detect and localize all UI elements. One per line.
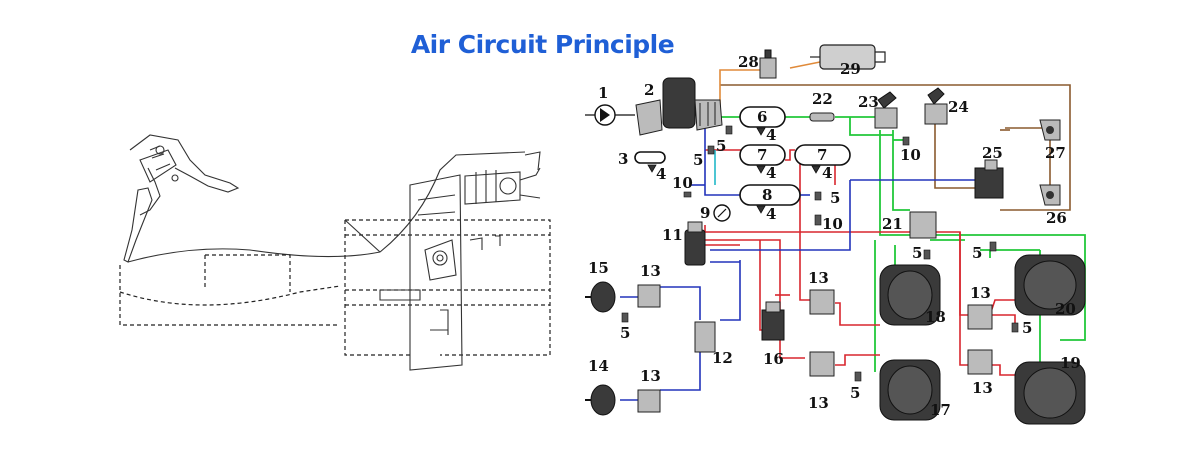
label-5b: 5: [693, 151, 703, 169]
label-12: 12: [712, 349, 733, 367]
solenoid-valve: [759, 49, 777, 79]
relay-valve: [909, 211, 937, 239]
label-13e: 13: [970, 284, 991, 302]
brake-chamber-15: [585, 281, 616, 313]
trailer-control-valve: [974, 159, 1004, 199]
label-4c: 4: [766, 164, 776, 182]
coupling-27: [1039, 119, 1061, 141]
label-10b: 10: [900, 146, 921, 164]
label-19: 19: [1060, 354, 1081, 372]
drain-valves: [647, 127, 821, 214]
hand-valve-24: [924, 87, 948, 125]
air-dryer: [635, 77, 723, 136]
label-21: 21: [882, 215, 903, 233]
page-title: Air Circuit Principle: [410, 30, 675, 59]
label-6: 6: [757, 108, 767, 126]
label-10c: 10: [822, 215, 843, 233]
label-28: 28: [738, 53, 759, 71]
label-4a: 4: [656, 165, 666, 183]
label-22: 22: [812, 90, 833, 108]
label-10a: 10: [672, 174, 693, 192]
label-24: 24: [948, 98, 969, 116]
label-26: 26: [1046, 209, 1067, 227]
label-27: 27: [1045, 144, 1066, 162]
fittings: [621, 125, 1019, 382]
label-25: 25: [982, 144, 1003, 162]
exhaust-cylinder: [810, 44, 886, 70]
tank-7-right: [794, 144, 851, 166]
air-circuit: 1 2 3 4 4 4 4 4 5 5 5 5 5 5 5 5 6 7 7 8 …: [585, 44, 1086, 425]
label-13f: 13: [972, 379, 993, 397]
label-13a: 13: [640, 262, 661, 280]
label-5e: 5: [912, 244, 922, 262]
label-5a: 5: [716, 137, 726, 155]
red-pipes: [704, 149, 1020, 376]
label-4b: 4: [766, 126, 776, 144]
label-16: 16: [763, 350, 784, 368]
label-7a: 7: [757, 146, 767, 164]
pressure-gauge: [713, 204, 731, 222]
label-2: 2: [644, 81, 654, 99]
tank-7-left: [739, 144, 786, 166]
valve-16: [761, 301, 785, 341]
label-13b: 13: [640, 367, 661, 385]
label-4d: 4: [822, 164, 832, 182]
foot-brake-valve: [684, 221, 706, 266]
label-5g: 5: [1022, 319, 1032, 337]
label-13d: 13: [808, 394, 829, 412]
label-13c: 13: [808, 269, 829, 287]
compressor: [585, 104, 635, 126]
spring-chamber-18: [879, 264, 941, 326]
label-4e: 4: [766, 205, 776, 223]
label-20: 20: [1055, 300, 1076, 318]
label-23: 23: [858, 93, 879, 111]
tank-6: [739, 106, 786, 128]
label-1: 1: [598, 84, 608, 102]
label-5h: 5: [850, 384, 860, 402]
hand-valve-23: [874, 91, 898, 129]
label-3: 3: [618, 150, 628, 168]
brake-chamber-14: [585, 384, 616, 416]
spring-chamber-19: [1014, 361, 1086, 425]
small-tank: [634, 151, 666, 164]
spring-chamber-20: [1014, 254, 1086, 316]
label-8: 8: [762, 186, 772, 204]
component-labels: 1 2 3 4 4 4 4 4 5 5 5 5 5 5 5 5 6 7 7 8 …: [588, 53, 1081, 419]
mechanical-sketch: [119, 134, 551, 371]
spring-chamber-17: [879, 359, 941, 421]
abs-modulators: [637, 284, 993, 413]
tank-8: [739, 184, 801, 206]
label-9: 9: [700, 204, 710, 222]
label-14: 14: [588, 357, 609, 375]
label-5c: 5: [830, 189, 840, 207]
coupling-26: [1039, 184, 1061, 206]
label-29: 29: [840, 60, 861, 78]
valve-12: [694, 321, 716, 353]
label-5f: 5: [972, 244, 982, 262]
line-filter: [809, 112, 835, 122]
label-5d: 5: [620, 324, 630, 342]
label-15: 15: [588, 259, 609, 277]
label-11: 11: [662, 226, 683, 244]
label-18: 18: [925, 308, 946, 326]
label-7b: 7: [817, 146, 827, 164]
label-17: 17: [930, 401, 951, 419]
blue-pipes: [620, 125, 975, 401]
